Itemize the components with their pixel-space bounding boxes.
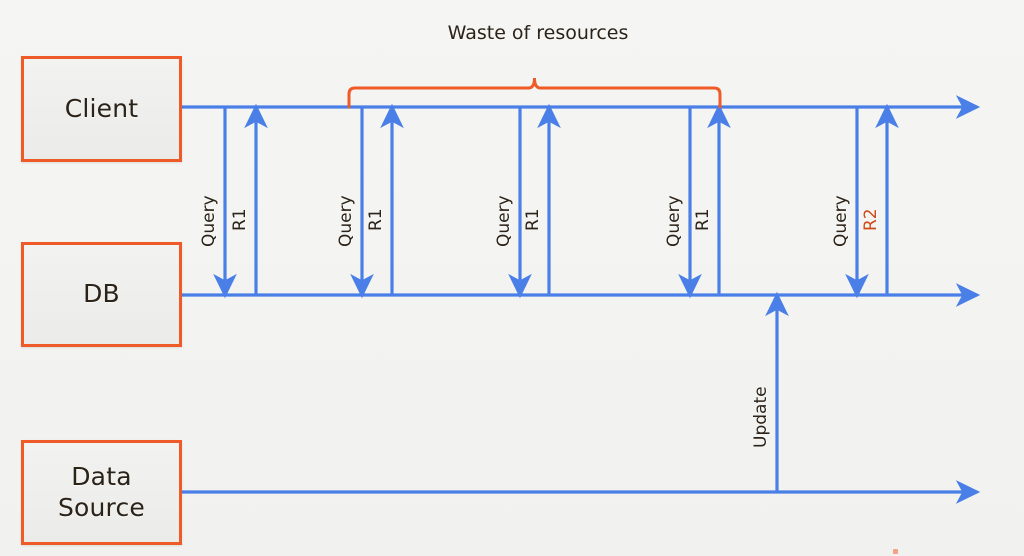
node-client-label: Client bbox=[65, 94, 139, 125]
node-data-source[interactable]: Data Source bbox=[21, 440, 182, 545]
message-label-r1-3: R1 bbox=[366, 208, 386, 231]
message-arrows-group bbox=[225, 107, 887, 492]
message-label-query-6: Query bbox=[664, 195, 684, 247]
node-db[interactable]: DB bbox=[21, 242, 182, 347]
stray-mark bbox=[893, 549, 898, 554]
message-label-r1-7: R1 bbox=[693, 208, 713, 231]
waste-brace bbox=[349, 78, 720, 107]
message-label-query-4: Query bbox=[494, 195, 514, 247]
message-label-update-10: Update bbox=[751, 386, 771, 448]
node-client[interactable]: Client bbox=[21, 56, 182, 162]
message-label-query-2: Query bbox=[336, 195, 356, 247]
message-label-query-0: Query bbox=[199, 195, 219, 247]
message-label-query-8: Query bbox=[831, 195, 851, 247]
brace-path bbox=[349, 78, 720, 107]
waste-of-resources-caption: Waste of resources bbox=[0, 22, 1024, 44]
message-label-r1-1: R1 bbox=[230, 208, 250, 231]
node-db-label: DB bbox=[83, 279, 120, 310]
node-data-source-label: Data Source bbox=[58, 462, 145, 523]
message-label-r1-5: R1 bbox=[523, 208, 543, 231]
message-label-r2-9: R2 bbox=[861, 208, 881, 231]
